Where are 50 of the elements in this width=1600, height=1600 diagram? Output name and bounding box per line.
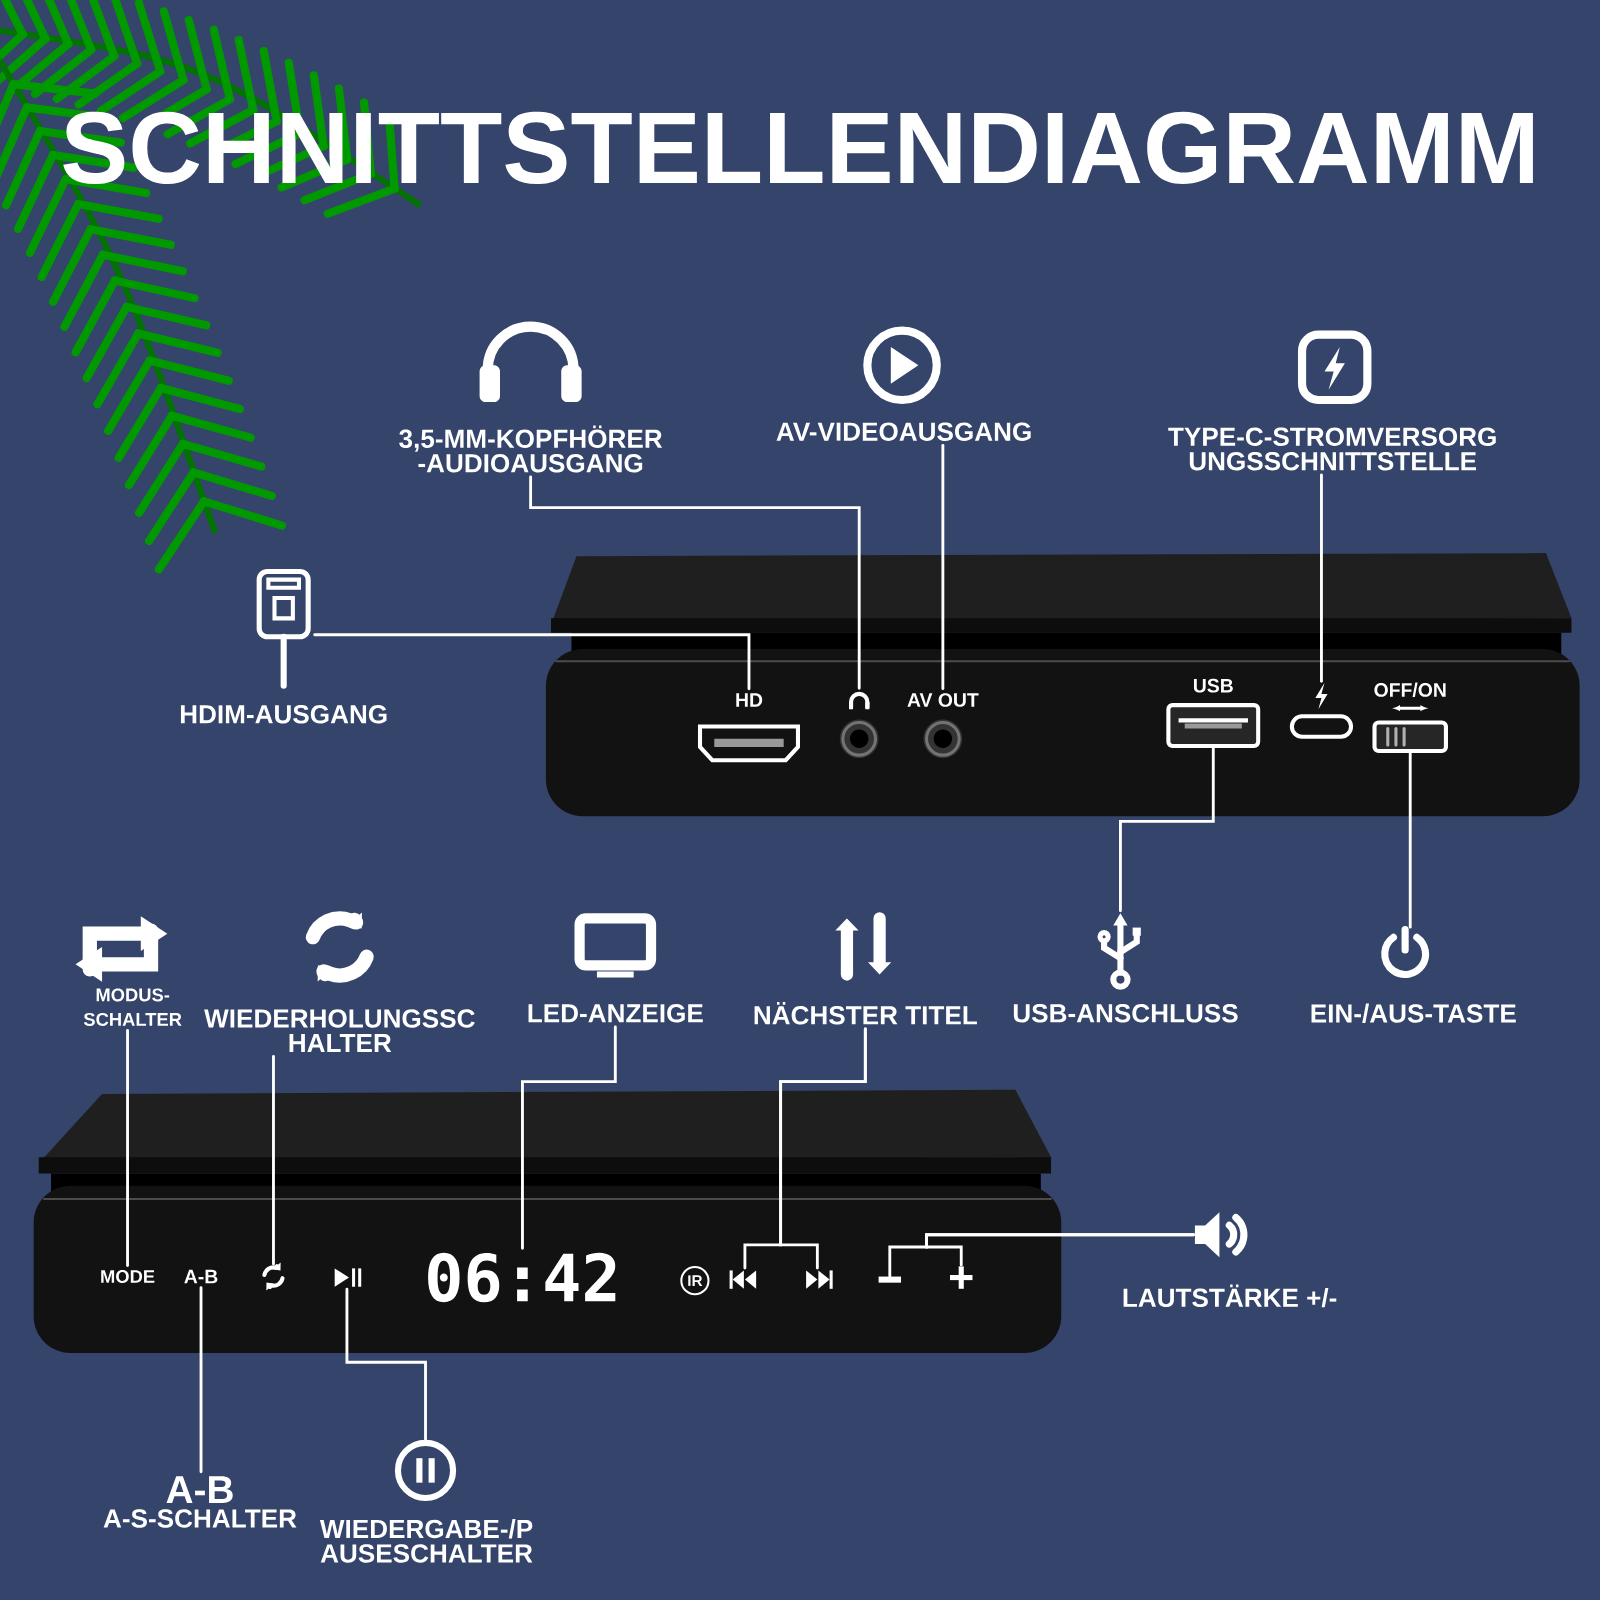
leader-line: [345, 1287, 427, 1441]
callout-label: LAUTSTÄRKE +/-: [1123, 1284, 1337, 1308]
lightning-symbol: [1315, 682, 1328, 710]
led-display: 06:42: [428, 1252, 616, 1303]
speaker-icon: [1194, 1212, 1248, 1258]
minus-symbol: [878, 1276, 902, 1283]
title: SCHNITTSTELLENDIAGRAMM: [63, 111, 1533, 185]
callout-label: HDIM-AUSGANG: [180, 705, 387, 724]
power-switch: [1372, 720, 1448, 754]
hdmi-plug-icon: [256, 568, 311, 689]
callout-label: AV-VIDEOAUSGANG: [776, 422, 1031, 441]
usb-port: [1166, 703, 1261, 748]
callout-label: MODUS- SCHALTER: [83, 988, 182, 1026]
plus-symbol: [950, 1266, 973, 1289]
leader-line: [272, 1055, 275, 1266]
leader-line: [925, 1233, 1195, 1267]
repeat-symbol: [262, 1262, 285, 1291]
headphone-symbol: [849, 691, 870, 710]
leader-line: [1119, 746, 1215, 913]
play-pause-symbol: [334, 1268, 362, 1287]
callout-label: WIEDERHOLUNGSSC HALTER: [204, 1009, 475, 1052]
button-label: A-B: [184, 1269, 218, 1284]
previous-symbol: [729, 1270, 757, 1289]
leader-line: [779, 1027, 867, 1270]
leader-line: [1408, 751, 1412, 929]
port-label: HD: [736, 693, 763, 707]
callout-label: LED-ANZEIGE: [528, 1004, 703, 1023]
leader-line: [521, 1025, 617, 1250]
callout-label: EIN-/AUS-TASTE: [1311, 1003, 1516, 1023]
port-label: AV OUT: [907, 693, 979, 707]
callout-label: WIEDERGABE-/P AUSESCHALTER: [319, 1519, 533, 1563]
callout-label: TYPE-C-STROMVERSORG UNGSSCHNITTSTELLE: [1168, 427, 1496, 471]
ir-badge: IR: [680, 1266, 710, 1296]
callout-label: USB-ANSCHLUSS: [1013, 1004, 1238, 1023]
leader-line: [126, 1028, 129, 1267]
leader-line: [941, 443, 945, 691]
port-label: USB: [1193, 678, 1233, 693]
callout-label: 3,5-MM-KOPFHÖRER -AUDIOAUSGANG: [399, 425, 663, 473]
usb-icon: [1097, 913, 1141, 990]
callout-label: A-B A-S-SCHALTER: [103, 1476, 297, 1528]
leader-line: [199, 1286, 203, 1474]
leader-line: [313, 633, 751, 691]
callout-label: NÄCHSTER TITEL: [754, 1002, 977, 1025]
pause-icon: [394, 1439, 457, 1502]
leader-line: [529, 475, 861, 690]
leader-line: [1320, 473, 1323, 683]
next-symbol: [806, 1270, 833, 1289]
power-icon: [1381, 926, 1430, 979]
port-label: OFF/ON: [1374, 682, 1446, 697]
button-label: MODE: [101, 1270, 155, 1284]
